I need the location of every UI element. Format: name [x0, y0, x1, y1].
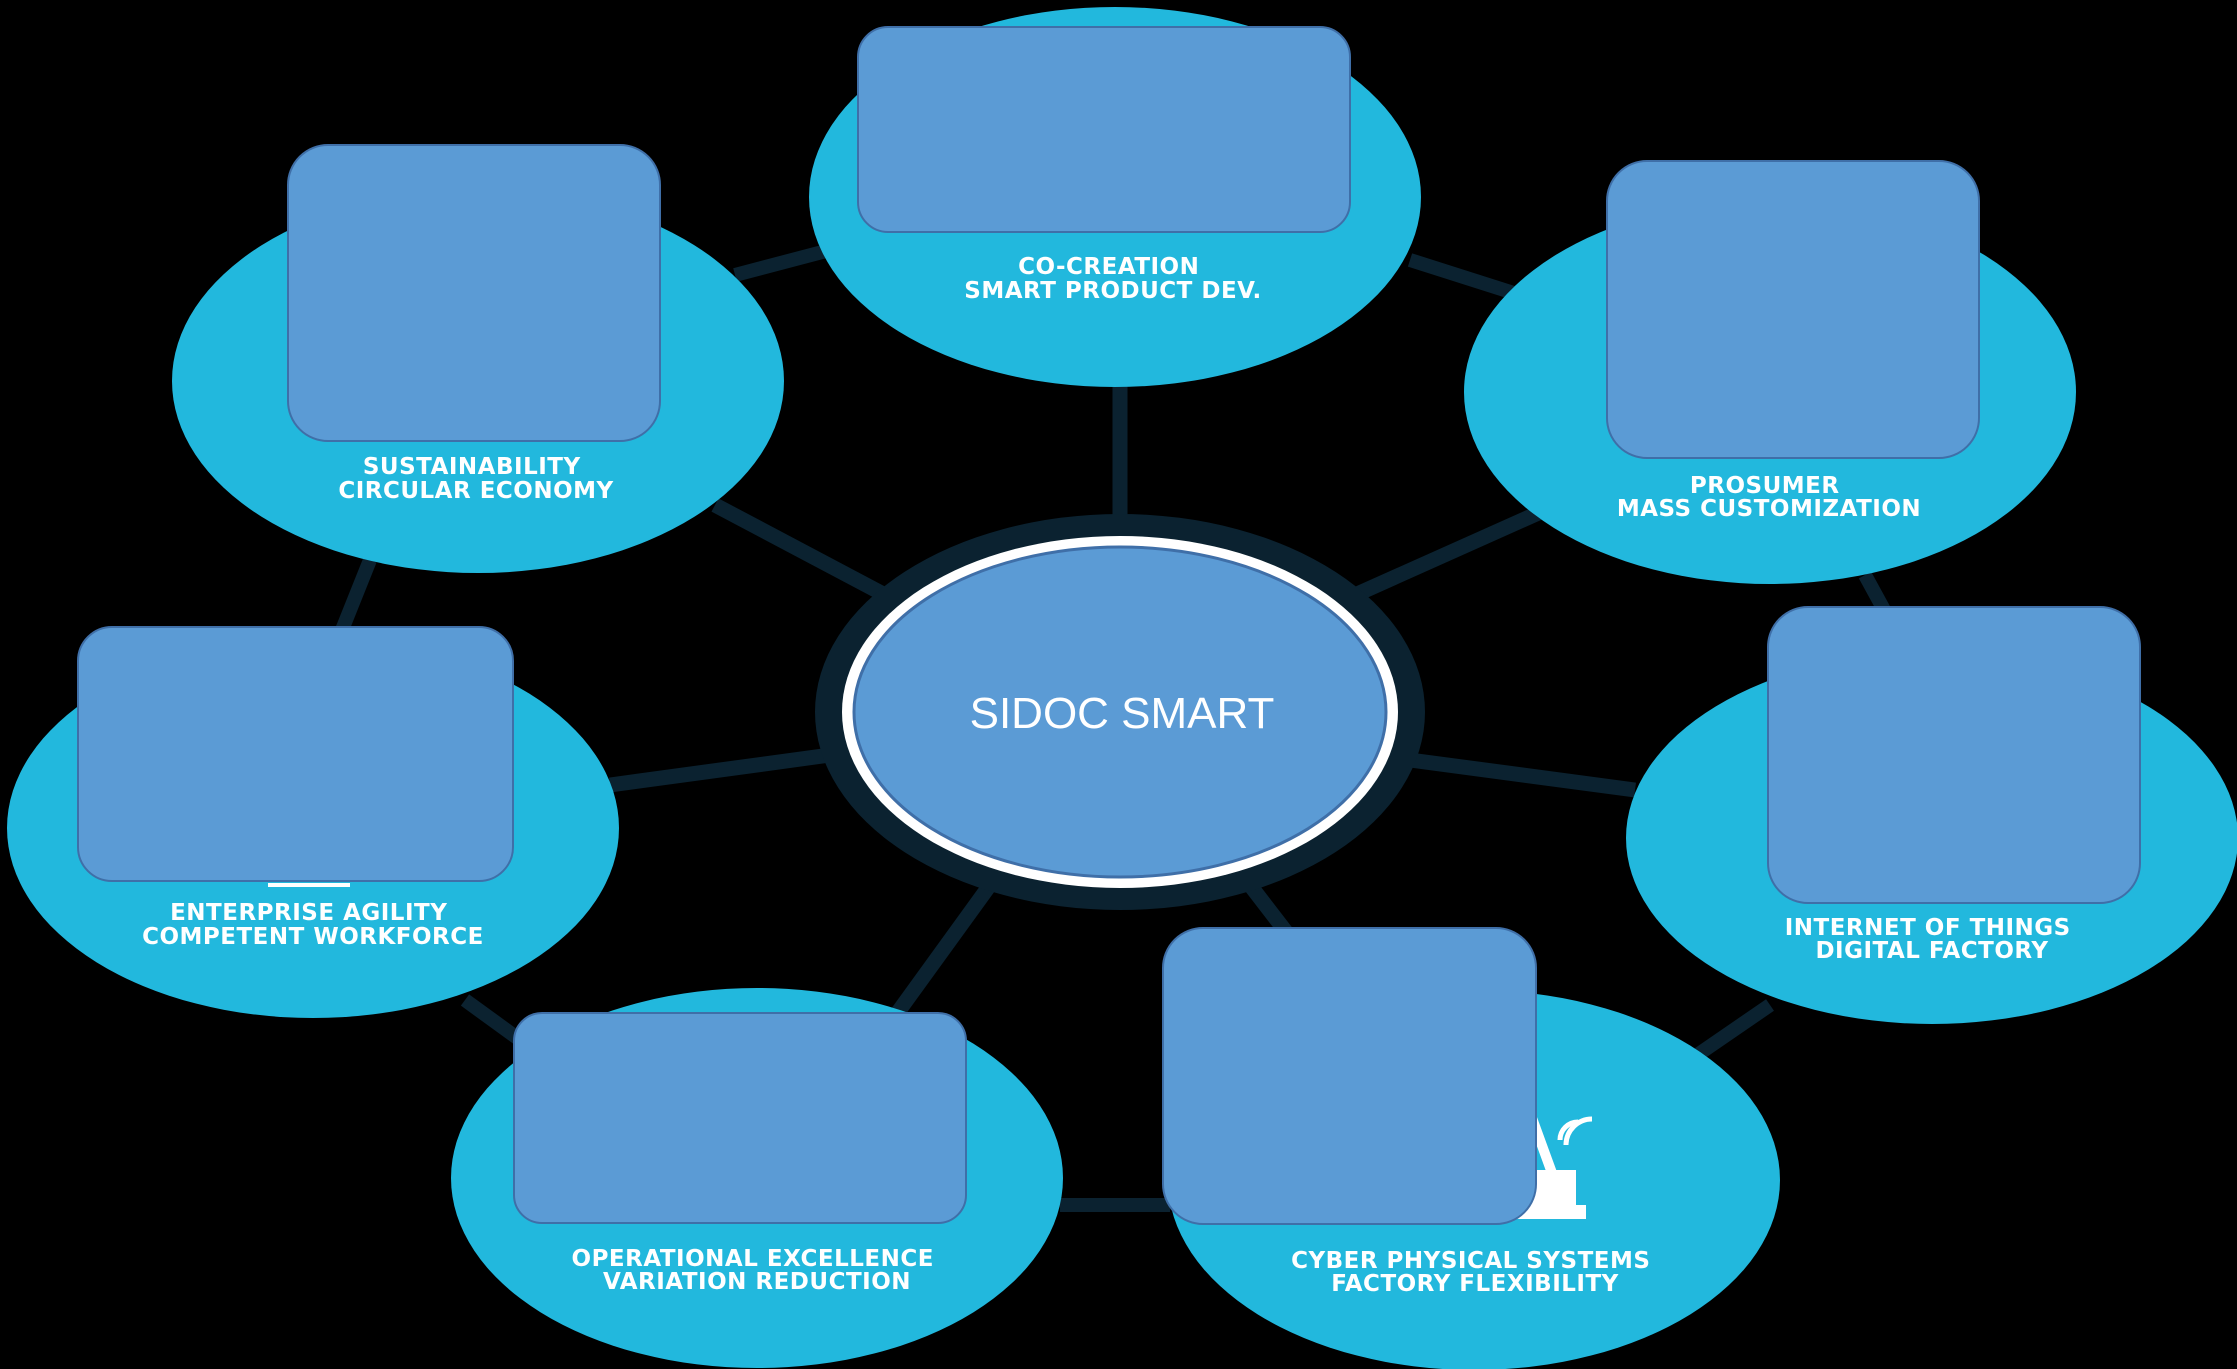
node-sustainability: SUSTAINABILITY CIRCULAR ECONOMY [172, 144, 784, 573]
node-prosumer-line2: MASS CUSTOMIZATION [1617, 496, 1921, 522]
spoke-iot [1409, 752, 1636, 798]
hub-node: SIDOC SMART [815, 514, 1425, 910]
node-prosumer-box [1606, 160, 1980, 459]
node-co-creation-line2: SMART PRODUCT DEV. [964, 278, 1261, 304]
node-enterprise-box [77, 626, 514, 882]
spoke-enterprise [608, 747, 832, 793]
node-co-creation-line1: CO-CREATION [1018, 254, 1199, 280]
hub-core [852, 545, 1388, 879]
spoke-operational [878, 880, 997, 1035]
node-operational-label: OPERATIONAL EXCELLENCE VARIATION REDUCTI… [572, 1246, 943, 1295]
node-cps-box [1162, 927, 1537, 1225]
spoke-connectors [608, 380, 1636, 1035]
node-sustainability-line2: CIRCULAR ECONOMY [338, 478, 613, 504]
node-enterprise-underline [268, 883, 350, 887]
node-enterprise-label: ENTERPRISE AGILITY COMPETENT WORKFORCE [142, 900, 484, 950]
node-cps-line2: FACTORY FLEXIBILITY [1331, 1271, 1619, 1297]
node-co-creation-box [857, 26, 1351, 233]
spoke-sustainability [711, 498, 889, 602]
node-co-creation: CO-CREATION SMART PRODUCT DEV. [809, 7, 1421, 387]
spoke-prosumer [1351, 503, 1549, 602]
node-iot-line1: INTERNET OF THINGS [1785, 915, 2071, 941]
node-operational-line2: VARIATION REDUCTION [603, 1269, 911, 1295]
node-enterprise-line2: COMPETENT WORKFORCE [142, 924, 484, 950]
node-iot: INTERNET OF THINGS DIGITAL FACTORY [1626, 606, 2237, 1024]
node-prosumer-label: PROSUMER MASS CUSTOMIZATION [1617, 473, 1921, 522]
node-enterprise: ENTERPRISE AGILITY COMPETENT WORKFORCE [7, 626, 619, 1018]
outer-connectors [333, 243, 1902, 1212]
node-cps: CYBER PHYSICAL SYSTEMS FACTORY FLEXIBILI… [1162, 927, 1780, 1369]
node-operational-box [513, 1012, 967, 1224]
hub-label: SIDOC SMART [970, 689, 1275, 738]
node-prosumer: PROSUMER MASS CUSTOMIZATION [1464, 160, 2076, 584]
node-enterprise-line1: ENTERPRISE AGILITY [170, 900, 447, 926]
connector-operational-enterprise [460, 994, 525, 1046]
connector-iot-cps [1686, 999, 1774, 1066]
node-iot-label: INTERNET OF THINGS DIGITAL FACTORY [1785, 915, 2080, 964]
node-sustainability-box [287, 144, 661, 442]
node-cps-line1: CYBER PHYSICAL SYSTEMS [1291, 1248, 1650, 1274]
node-iot-box [1767, 606, 2141, 904]
node-prosumer-line1: PROSUMER [1690, 473, 1840, 499]
connector-enterprise-sustainability [333, 557, 377, 638]
node-sustainability-line1: SUSTAINABILITY [363, 454, 581, 480]
node-cps-label: CYBER PHYSICAL SYSTEMS FACTORY FLEXIBILI… [1291, 1248, 1659, 1297]
connector-sustainability-cocreation [733, 243, 832, 282]
node-co-creation-label: CO-CREATION SMART PRODUCT DEV. [964, 254, 1261, 304]
node-iot-line2: DIGITAL FACTORY [1815, 938, 2048, 964]
node-operational: OPERATIONAL EXCELLENCE VARIATION REDUCTI… [451, 988, 1063, 1368]
connector-cocreation-prosumer [1407, 253, 1523, 302]
node-operational-line1: OPERATIONAL EXCELLENCE [572, 1246, 934, 1272]
node-sustainability-label: SUSTAINABILITY CIRCULAR ECONOMY [338, 454, 613, 504]
